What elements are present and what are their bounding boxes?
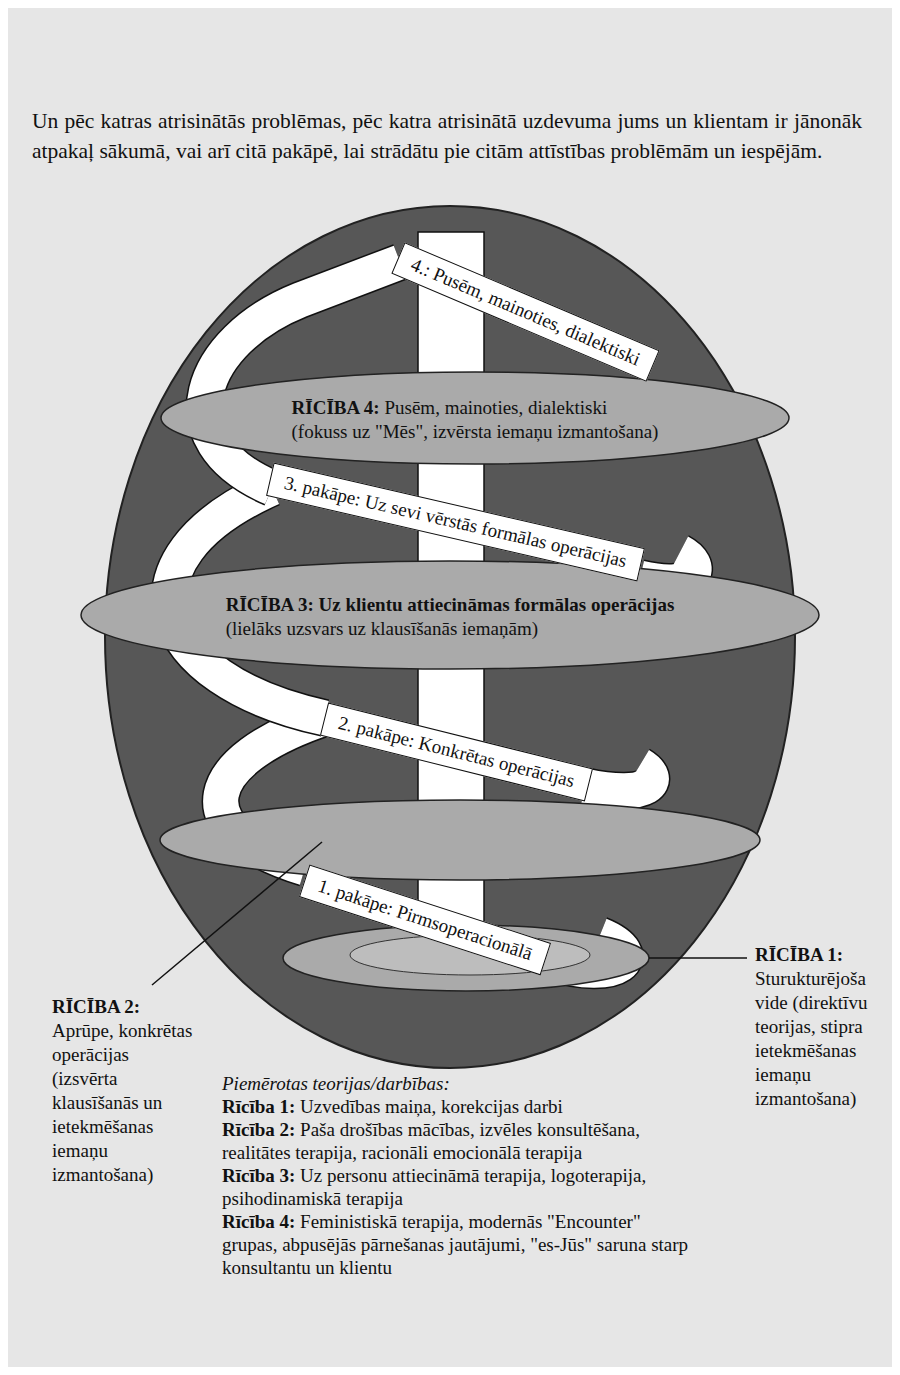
item-heading: Rīcība 3: [222, 1165, 295, 1186]
item-body: Uzvedības maiņa, korekcijas darbi [300, 1096, 563, 1117]
disc-body: Pusēm, mainoties, dialektiski [384, 397, 607, 418]
disc-outline [81, 561, 819, 669]
level-disc [160, 800, 760, 880]
disc-shape [160, 371, 790, 465]
callout-body: Aprūpe, konkrētas operācijas (izsvērta k… [52, 1019, 194, 1187]
text-line: RĪCĪBA 4:Pusēm, mainoties, dialektiski [292, 396, 659, 420]
text-line: (fokuss uz "Mēs", izvērsta iemaņu izmant… [292, 420, 659, 444]
level-disc: RĪCĪBA 4:Pusēm, mainoties, dialektiski(f… [160, 371, 790, 465]
callout-heading: RĪCĪBA 2: [52, 995, 194, 1019]
list-item: Rīcība 1:Uzvedības maiņa, korekcijas dar… [222, 1095, 698, 1118]
callout-body: Sturukturējoša vide (direktīvu teorijas,… [755, 967, 889, 1111]
disc-heading: RĪCĪBA 4: [292, 397, 380, 418]
leader-line [152, 842, 322, 985]
ribbon-edge [585, 765, 651, 791]
intro-text: Un pēc katras atrisinātās problēmas, pēc… [32, 106, 862, 166]
disc-outline [161, 372, 789, 464]
disc-text: RĪCĪBA 3: Uz klientu attiecināmas formāl… [226, 593, 675, 641]
list-item: Rīcība 3:Uz personu attiecināmā terapija… [222, 1164, 698, 1210]
callout-heading: RĪCĪBA 1: [755, 943, 889, 967]
ribbon-back [585, 765, 651, 791]
list-heading: Piemērotas teorijas/darbības: [222, 1072, 698, 1095]
callout: RĪCĪBA 2:Aprūpe, konkrētas operācijas (i… [52, 995, 194, 1187]
disc-shape [80, 560, 820, 670]
callout: RĪCĪBA 1:Sturukturējoša vide (direktīvu … [755, 943, 889, 1111]
page-ground [8, 8, 892, 1367]
disc-body: (fokuss uz "Mēs", izvērsta iemaņu izmant… [292, 421, 659, 442]
text-line: (lielāks uzsvars uz klausīšanās iemaņām) [226, 617, 675, 641]
item-heading: Rīcība 4: [222, 1211, 295, 1232]
text-line: RĪCĪBA 3: Uz klientu attiecināmas formāl… [226, 593, 675, 617]
list-item: Rīcība 2:Paša drošības mācības, izvēles … [222, 1118, 698, 1164]
disc-text: RĪCĪBA 4:Pusēm, mainoties, dialektiski(f… [292, 396, 659, 444]
item-heading: Rīcība 2: [222, 1119, 295, 1140]
level-disc: RĪCĪBA 3: Uz klientu attiecināmas formāl… [80, 560, 820, 670]
leader-line [649, 957, 747, 959]
disc-body: (lielāks uzsvars uz klausīšanās iemaņām) [226, 618, 538, 639]
theory-list: Piemērotas teorijas/darbības:Rīcība 1:Uz… [222, 1072, 698, 1279]
list-item: Rīcība 4:Feministiskā terapija, modernās… [222, 1210, 698, 1279]
item-heading: Rīcība 1: [222, 1096, 295, 1117]
disc-heading: RĪCĪBA 3: Uz klientu attiecināmas formāl… [226, 594, 675, 615]
